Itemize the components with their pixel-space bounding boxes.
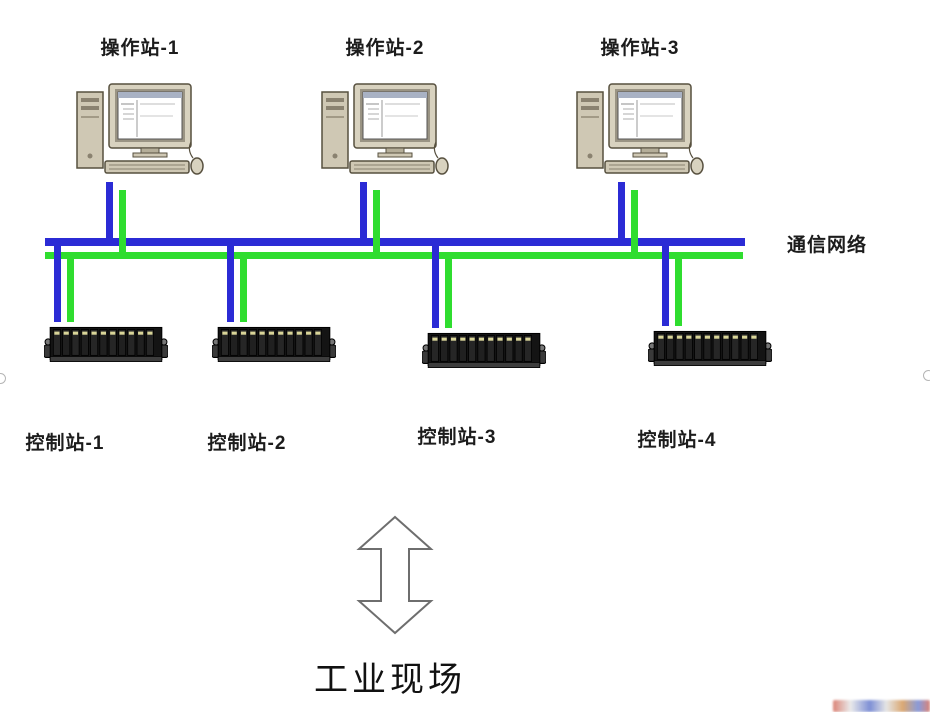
ctrl4-blue-drop-line (662, 242, 669, 326)
ctrl1-blue-drop-line (54, 242, 61, 322)
ctrl4-green-drop-line (675, 254, 682, 326)
ctrl2-blue-drop-line (227, 242, 234, 322)
control-station-2-label: 控制站-2 (207, 433, 287, 454)
network-bus-blue-line (45, 238, 745, 246)
op3-blue-drop-line (618, 182, 625, 244)
control-station-4-label: 控制站-4 (637, 430, 717, 451)
op2-green-drop-line (373, 190, 380, 259)
ctrl3-blue-drop-line (432, 242, 439, 328)
watermark (833, 700, 930, 712)
control-station-1-rack-icon (44, 326, 168, 363)
op3-green-drop-line (631, 190, 638, 259)
ctrl2-green-drop-line (240, 254, 247, 322)
ctrl1-green-drop-line (67, 254, 74, 322)
network-bus-green-line (45, 252, 743, 259)
operator-station-1-label: 操作站-1 (100, 38, 180, 59)
ctrl3-green-drop-line (445, 254, 452, 328)
op1-blue-drop-line (106, 182, 113, 244)
operator-station-1-computer-icon (76, 83, 204, 175)
edge-dot-right (923, 370, 930, 381)
control-station-1-label: 控制站-1 (25, 433, 105, 454)
double-arrow-icon (356, 515, 434, 635)
operator-station-3-computer-icon (576, 83, 704, 175)
op1-green-drop-line (119, 190, 126, 259)
control-station-2-rack-icon (212, 326, 336, 363)
edge-dot-left (0, 373, 6, 384)
control-station-4-rack-icon (648, 330, 772, 367)
operator-station-2-computer-icon (321, 83, 449, 175)
industrial-field-label: 工业现场 (314, 661, 466, 699)
control-station-3-rack-icon (422, 332, 546, 369)
operator-station-2-label: 操作站-2 (345, 38, 425, 59)
operator-station-3-label: 操作站-3 (600, 38, 680, 59)
communication-network-label: 通信网络 (787, 235, 868, 256)
control-station-3-label: 控制站-3 (417, 427, 497, 448)
op2-blue-drop-line (360, 182, 367, 244)
